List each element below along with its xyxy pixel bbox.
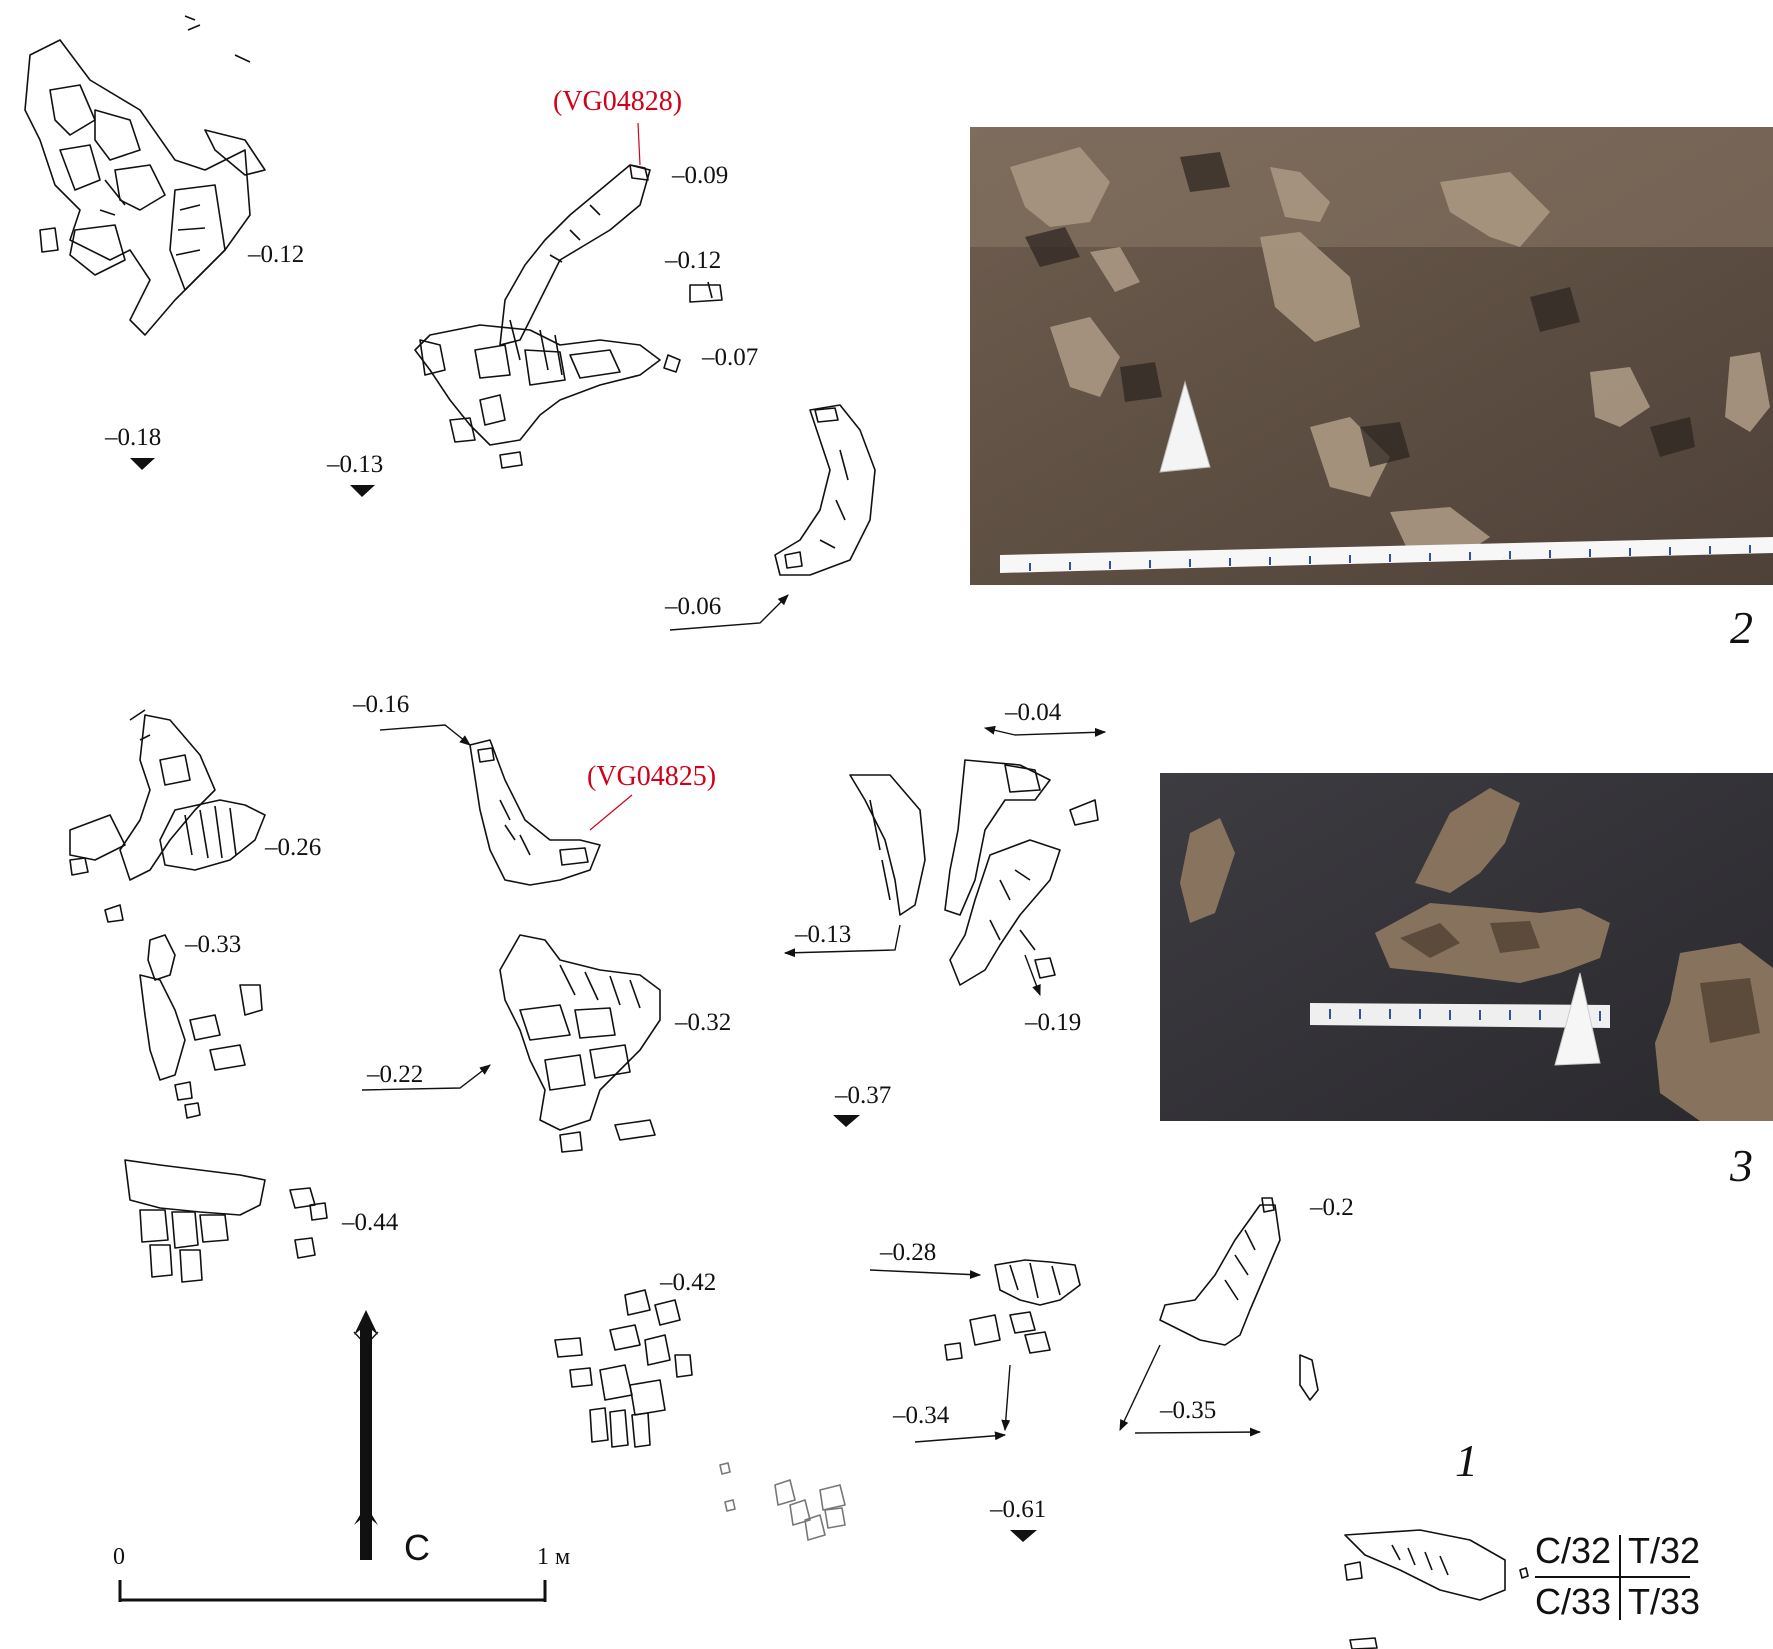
sample-id-label: (VG04828) (553, 86, 683, 117)
depth-label: –0.34 (893, 1402, 950, 1429)
arrow (1014, 727, 1107, 737)
arrow (361, 1064, 491, 1091)
arrow (914, 1431, 1007, 1443)
grid-square-label: С/33 (1535, 1581, 1612, 1622)
depth-triangle (833, 1115, 860, 1127)
depth-label: –0.06 (665, 593, 722, 620)
depth-label: –0.13 (795, 921, 852, 948)
depth-label: –0.16 (353, 691, 410, 718)
depth-label: –0.22 (367, 1061, 424, 1088)
arrow (1134, 1427, 1262, 1437)
depth-label: –0.13 (327, 451, 384, 478)
depth-label: –0.18 (105, 424, 162, 451)
bone-cluster-mid-left (69, 709, 266, 923)
sample-leader (589, 794, 633, 831)
bone-cluster-033 (139, 934, 263, 1119)
arrow (869, 1269, 982, 1280)
bone-cluster-faint (719, 1462, 846, 1541)
sample-id-label: (VG04825) (587, 761, 717, 792)
scale-label-end: 1 м (537, 1544, 571, 1570)
sample-leader (637, 122, 641, 166)
bone-cluster-028 (944, 1259, 1081, 1361)
figure-part-number: 1 (1455, 1435, 1478, 1486)
depth-triangle (130, 458, 155, 470)
bone-cluster-bottom-right (1344, 1529, 1529, 1649)
depth-label: –0.33 (185, 931, 242, 958)
depth-triangle (1010, 1530, 1037, 1542)
grid-square-label: С/32 (1535, 1530, 1612, 1571)
bone-cluster-044 (124, 1159, 328, 1283)
depth-label: –0.37 (835, 1082, 892, 1109)
depth-markers (130, 458, 1037, 1542)
arrow (983, 725, 1016, 736)
depth-label: –0.2 (1310, 1194, 1354, 1221)
north-arrow (353, 1310, 379, 1560)
depth-label: –0.42 (660, 1269, 717, 1296)
depth-label: –0.04 (1005, 699, 1062, 726)
arrow (669, 594, 789, 631)
depth-label: –0.07 (702, 344, 759, 371)
depth-label: –0.35 (1160, 1397, 1217, 1424)
bone-cluster-mid-center (469, 739, 601, 886)
depth-label: –0.44 (342, 1209, 399, 1236)
photo-3 (1160, 773, 1773, 1121)
arrow (379, 724, 471, 746)
bone-cluster-020 (1159, 1197, 1319, 1401)
photo-2 (970, 127, 1773, 585)
bone-cluster-top-left (24, 15, 266, 336)
depth-label: –0.09 (672, 162, 729, 189)
bone-cluster-032 (499, 934, 661, 1153)
scale-label-start: 0 (113, 1544, 125, 1570)
leader-arrows (361, 594, 1262, 1443)
scale-bar (118, 1580, 547, 1602)
grid-cross (1535, 1535, 1690, 1620)
sample-leader-lines (589, 122, 641, 831)
bone-cluster-mandible-top-right (707, 281, 876, 576)
bone-cluster-top-center (414, 164, 723, 469)
depth-triangle (350, 485, 375, 497)
arrow (1119, 1344, 1161, 1432)
bone-outlines (24, 15, 1529, 1649)
arrow (783, 924, 901, 958)
depth-label: –0.32 (675, 1009, 732, 1036)
figure-part-number: 3 (1730, 1140, 1753, 1191)
arrow (1001, 1364, 1011, 1432)
arrow (1024, 954, 1041, 997)
north-label: С (404, 1527, 430, 1568)
depth-label: –0.19 (1025, 1009, 1082, 1036)
grid-square-label: Т/33 (1628, 1581, 1701, 1622)
depth-label: –0.12 (248, 241, 305, 268)
grid-square-label: Т/32 (1628, 1530, 1701, 1571)
bone-cluster-mid-right (849, 759, 1099, 986)
depth-label: –0.12 (665, 247, 722, 274)
depth-label: –0.26 (265, 834, 322, 861)
depth-label: –0.61 (990, 1496, 1047, 1523)
depth-label: –0.28 (880, 1239, 937, 1266)
bone-cluster-042 (554, 1289, 693, 1448)
figure-part-number: 2 (1730, 602, 1753, 653)
